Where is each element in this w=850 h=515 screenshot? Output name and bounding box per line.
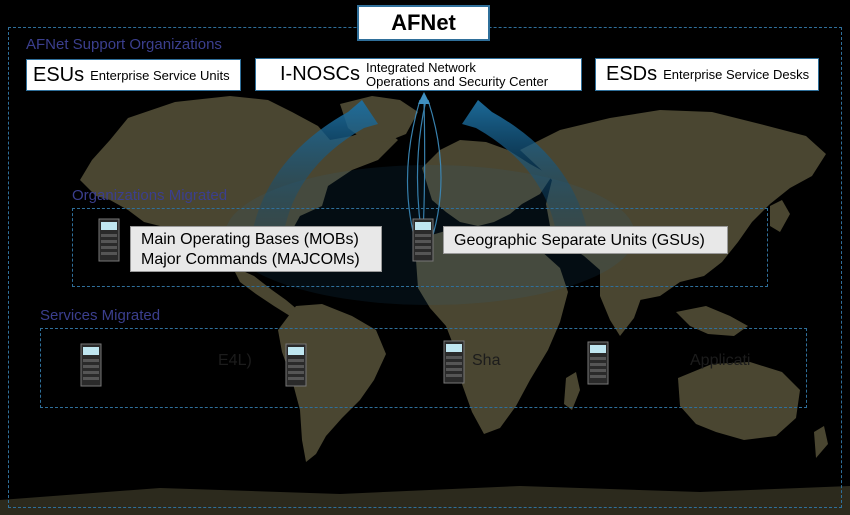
services-dashed-frame: [40, 328, 807, 408]
continent-india: [600, 262, 644, 336]
mob-majcom-box: Main Operating Bases (MOBs) Major Comman…: [130, 226, 382, 272]
continent-madagascar: [564, 372, 580, 410]
services-migrated-label: Services Migrated: [40, 307, 161, 324]
esd-box: ESDs Enterprise Service Desks: [595, 58, 819, 91]
gsu-box: Geographic Separate Units (GSUs): [443, 226, 728, 254]
service-item-1: E4L): [218, 352, 252, 369]
service-item-2: Sha: [472, 352, 501, 369]
server-icon: [285, 343, 307, 387]
esu-abbr: ESUs: [33, 63, 85, 86]
continent-central-america: [232, 266, 298, 316]
continent-japan: [770, 200, 790, 232]
support-organizations-label: AFNet Support Organizations: [26, 36, 222, 53]
server-icon: [98, 218, 120, 262]
esu-box: ESUs Enterprise Service Units: [26, 59, 241, 91]
majcom-label: Major Commands (MAJCOMs): [141, 251, 360, 268]
continent-africa: [416, 228, 568, 434]
server-icon: [443, 340, 465, 384]
organizations-dashed-frame: [72, 208, 768, 287]
esd-abbr: ESDs: [606, 63, 658, 85]
service-item-3: Applicati: [690, 352, 751, 369]
arrow-head-center: [418, 92, 430, 104]
continent-new-zealand: [814, 426, 828, 458]
gsu-label: Geographic Separate Units (GSUs): [454, 232, 705, 249]
afnet-title: AFNet: [357, 5, 490, 41]
inosc-full-line2: Operations and Security Center: [366, 73, 549, 89]
server-icon: [412, 218, 434, 262]
esu-full: Enterprise Service Units: [90, 67, 230, 83]
server-icon: [80, 343, 102, 387]
continent-australia: [678, 362, 800, 440]
esd-full: Enterprise Service Desks: [663, 67, 810, 82]
continent-europe: [422, 140, 552, 226]
mob-label: Main Operating Bases (MOBs): [141, 231, 359, 248]
organizations-migrated-label: Organizations Migrated: [72, 187, 228, 204]
server-icon: [587, 341, 609, 385]
inosc-box: I-NOSCs Integrated Network Operations an…: [255, 58, 582, 91]
inosc-abbr: I-NOSCs: [280, 63, 360, 85]
inosc-full-line1: Integrated Network: [366, 59, 476, 75]
inosc-full: Integrated Network Operations and Securi…: [366, 59, 549, 89]
